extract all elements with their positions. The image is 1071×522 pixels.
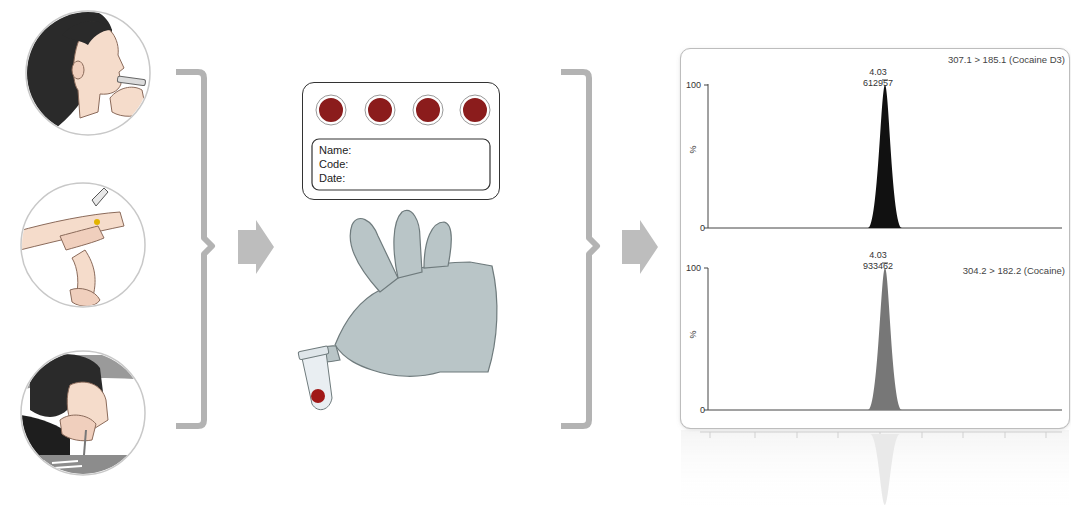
powder-lines [52, 461, 82, 468]
spot-ring [365, 95, 395, 125]
glove-finger [350, 219, 398, 292]
chart-label: 4.03 [869, 68, 887, 77]
chart-label: 612957 [863, 79, 893, 88]
sample-card: Name: Code: Date: [302, 82, 500, 200]
reflection-axis [700, 432, 1062, 433]
scene-frame [21, 351, 145, 475]
spot-ring [413, 95, 443, 125]
chart-label: 100 [686, 81, 701, 90]
bracket [176, 72, 212, 426]
flow-arrow [622, 220, 658, 274]
chart-label: 4.03 [869, 251, 887, 260]
field-label: Date: [319, 173, 345, 184]
ear [72, 61, 84, 79]
tourniquet [94, 219, 100, 225]
scene-bg [20, 350, 150, 480]
spot-ring [460, 95, 490, 125]
chart-label: 100 [686, 264, 701, 273]
axis [708, 268, 1062, 410]
sample-tube [302, 352, 332, 410]
upper-arm [15, 212, 124, 250]
hand [60, 415, 96, 441]
field-label: Code: [319, 159, 348, 170]
dried-blood-spots [316, 95, 490, 125]
chromatogram-top [704, 80, 1062, 228]
blood-drop [311, 389, 325, 403]
chromatogram-bottom [704, 263, 1062, 410]
blood-spot [415, 97, 441, 123]
reflection [681, 430, 1069, 510]
blood-spot [462, 97, 488, 123]
flow-arrow [238, 220, 274, 274]
chart-label: 933462 [863, 262, 893, 271]
injection-scene [15, 180, 150, 310]
scene-frame [21, 183, 145, 307]
peak [868, 85, 902, 228]
spot-ring [316, 95, 346, 125]
reflection-peak [870, 434, 900, 505]
fist [70, 288, 100, 306]
chart-label: 0 [700, 406, 705, 415]
chromatogram-panel: 4.03 612957 307.1 > 185.1 (Cocaine D3) 100%… [680, 48, 1070, 429]
blood-spot [318, 97, 344, 123]
bracket [561, 72, 597, 426]
chart-label: 307.1 > 185.1 (Cocaine D3) [948, 55, 1065, 65]
peak [868, 268, 902, 410]
axis-tick [704, 85, 708, 228]
hand [60, 226, 104, 250]
glove-finger [394, 211, 422, 278]
axis [708, 84, 1062, 228]
reflection-fade [681, 430, 1069, 510]
blood-spot [367, 97, 393, 123]
chart-label: 304.2 > 182.2 (Cocaine) [963, 266, 1065, 276]
glove-palm [335, 262, 497, 376]
label-field [312, 139, 490, 190]
chart-label: 0 [700, 224, 705, 233]
chart-label: % [689, 145, 698, 153]
chart-label: % [689, 330, 698, 338]
fringe [62, 21, 112, 45]
axis-tick [704, 268, 708, 410]
scene-frame [26, 11, 150, 135]
snorting-scene [20, 350, 150, 480]
hand [110, 87, 146, 116]
syringe [92, 188, 108, 206]
pipe [117, 76, 146, 86]
tube-cap [298, 346, 329, 360]
straw [84, 430, 86, 455]
smoking-scene [20, 5, 160, 145]
gloved-hand [298, 211, 497, 410]
field-label: Name: [319, 145, 351, 156]
table [20, 455, 150, 480]
panel-background [681, 49, 1069, 428]
scene-bg [20, 5, 160, 145]
glove-finger [424, 222, 451, 268]
